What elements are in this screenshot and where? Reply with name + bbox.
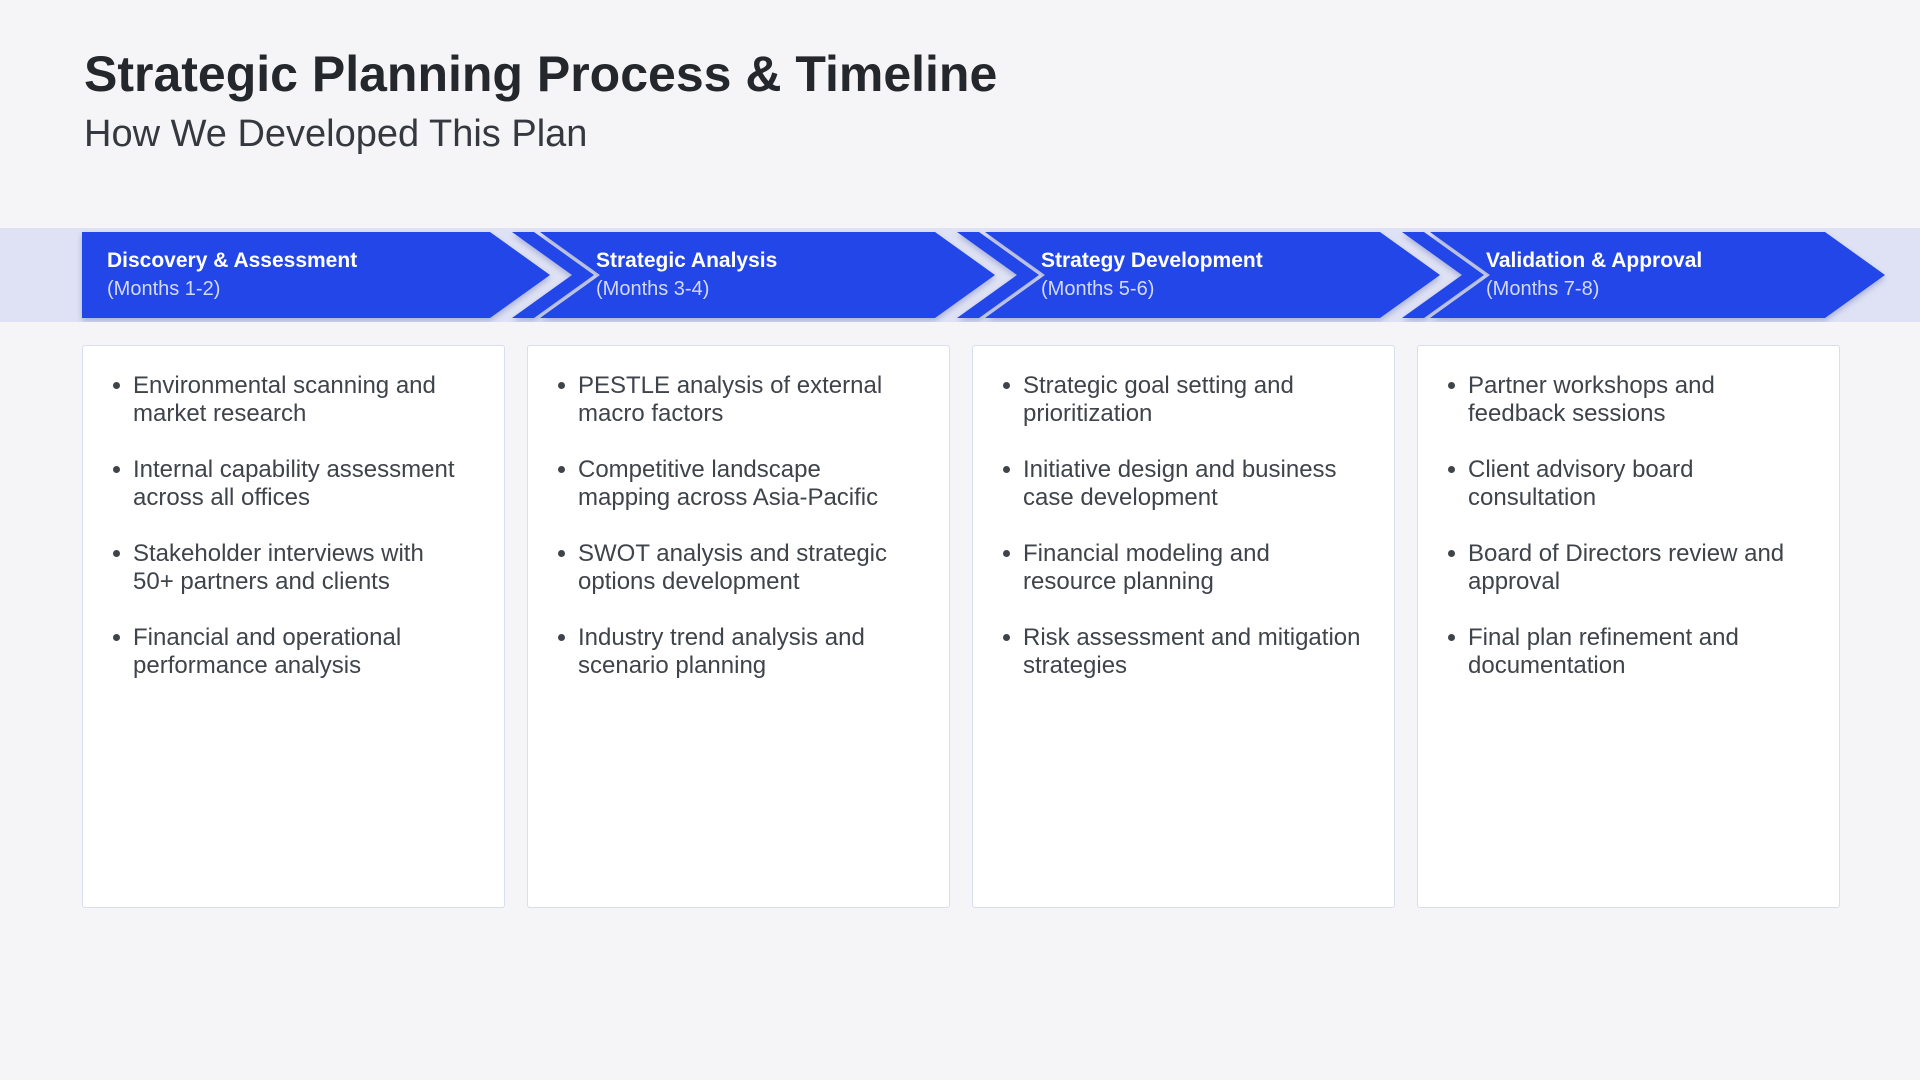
page-title: Strategic Planning Process & Timeline [84,46,998,102]
phase-arrow-shape-4 [1430,232,1885,318]
list-item: Stakeholder interviews with 50+ partners… [83,540,486,596]
phase-months: (Months 7-8) [1486,278,1600,300]
list-item: Partner workshops and feedback sessions [1418,372,1821,428]
phase-name: Strategy Development [1041,249,1263,272]
phase-name: Validation & Approval [1486,249,1703,272]
chevron-separator-icon [1402,232,1484,318]
phase-months: (Months 5-6) [1041,278,1155,300]
timeline-band: Discovery & Assessment (Months 1-2) Stra… [0,228,1920,322]
list-item: PESTLE analysis of external macro factor… [528,372,931,428]
phase-months: (Months 3-4) [596,278,710,300]
list-item: Board of Directors review and approval [1418,540,1821,596]
list-item: Client advisory board consultation [1418,456,1821,512]
list-item: Internal capability assessment across al… [83,456,486,512]
list-item: Environmental scanning and market resear… [83,372,486,428]
phase-label-4: Validation & Approval (Months 7-8) [1486,246,1702,304]
phase-name: Strategic Analysis [596,249,778,272]
bullet-list: Strategic goal setting and prioritizatio… [973,346,1394,680]
phase-label-1: Discovery & Assessment (Months 1-2) [107,246,357,304]
list-item: Risk assessment and mitigation strategie… [973,624,1376,680]
chevron-separator-icon [957,232,1039,318]
list-item: Strategic goal setting and prioritizatio… [973,372,1376,428]
list-item: Initiative design and business case deve… [973,456,1376,512]
phase-name: Discovery & Assessment [107,249,358,272]
phase-arrow-shape-3 [985,232,1440,318]
list-item: Final plan refinement and documentation [1418,624,1821,680]
phase-label-2: Strategic Analysis (Months 3-4) [596,246,777,304]
bullet-list: Environmental scanning and market resear… [83,346,504,680]
page-subtitle: How We Developed This Plan [84,113,588,155]
list-item: Financial modeling and resource planning [973,540,1376,596]
list-item: Financial and operational performance an… [83,624,486,680]
chevron-separator-icon [512,232,594,318]
bullet-list: PESTLE analysis of external macro factor… [528,346,949,680]
list-item: Competitive landscape mapping across Asi… [528,456,931,512]
phase-card-1: Environmental scanning and market resear… [82,345,505,908]
process-arrows-graphic [82,232,1885,318]
phase-months: (Months 1-2) [107,278,221,300]
phase-arrow-shape-2 [540,232,995,318]
phase-card-3: Strategic goal setting and prioritizatio… [972,345,1395,908]
list-item: SWOT analysis and strategic options deve… [528,540,931,596]
list-item: Industry trend analysis and scenario pla… [528,624,931,680]
phase-arrow-shape-1 [82,232,550,318]
phase-label-3: Strategy Development (Months 5-6) [1041,246,1263,304]
phase-card-2: PESTLE analysis of external macro factor… [527,345,950,908]
